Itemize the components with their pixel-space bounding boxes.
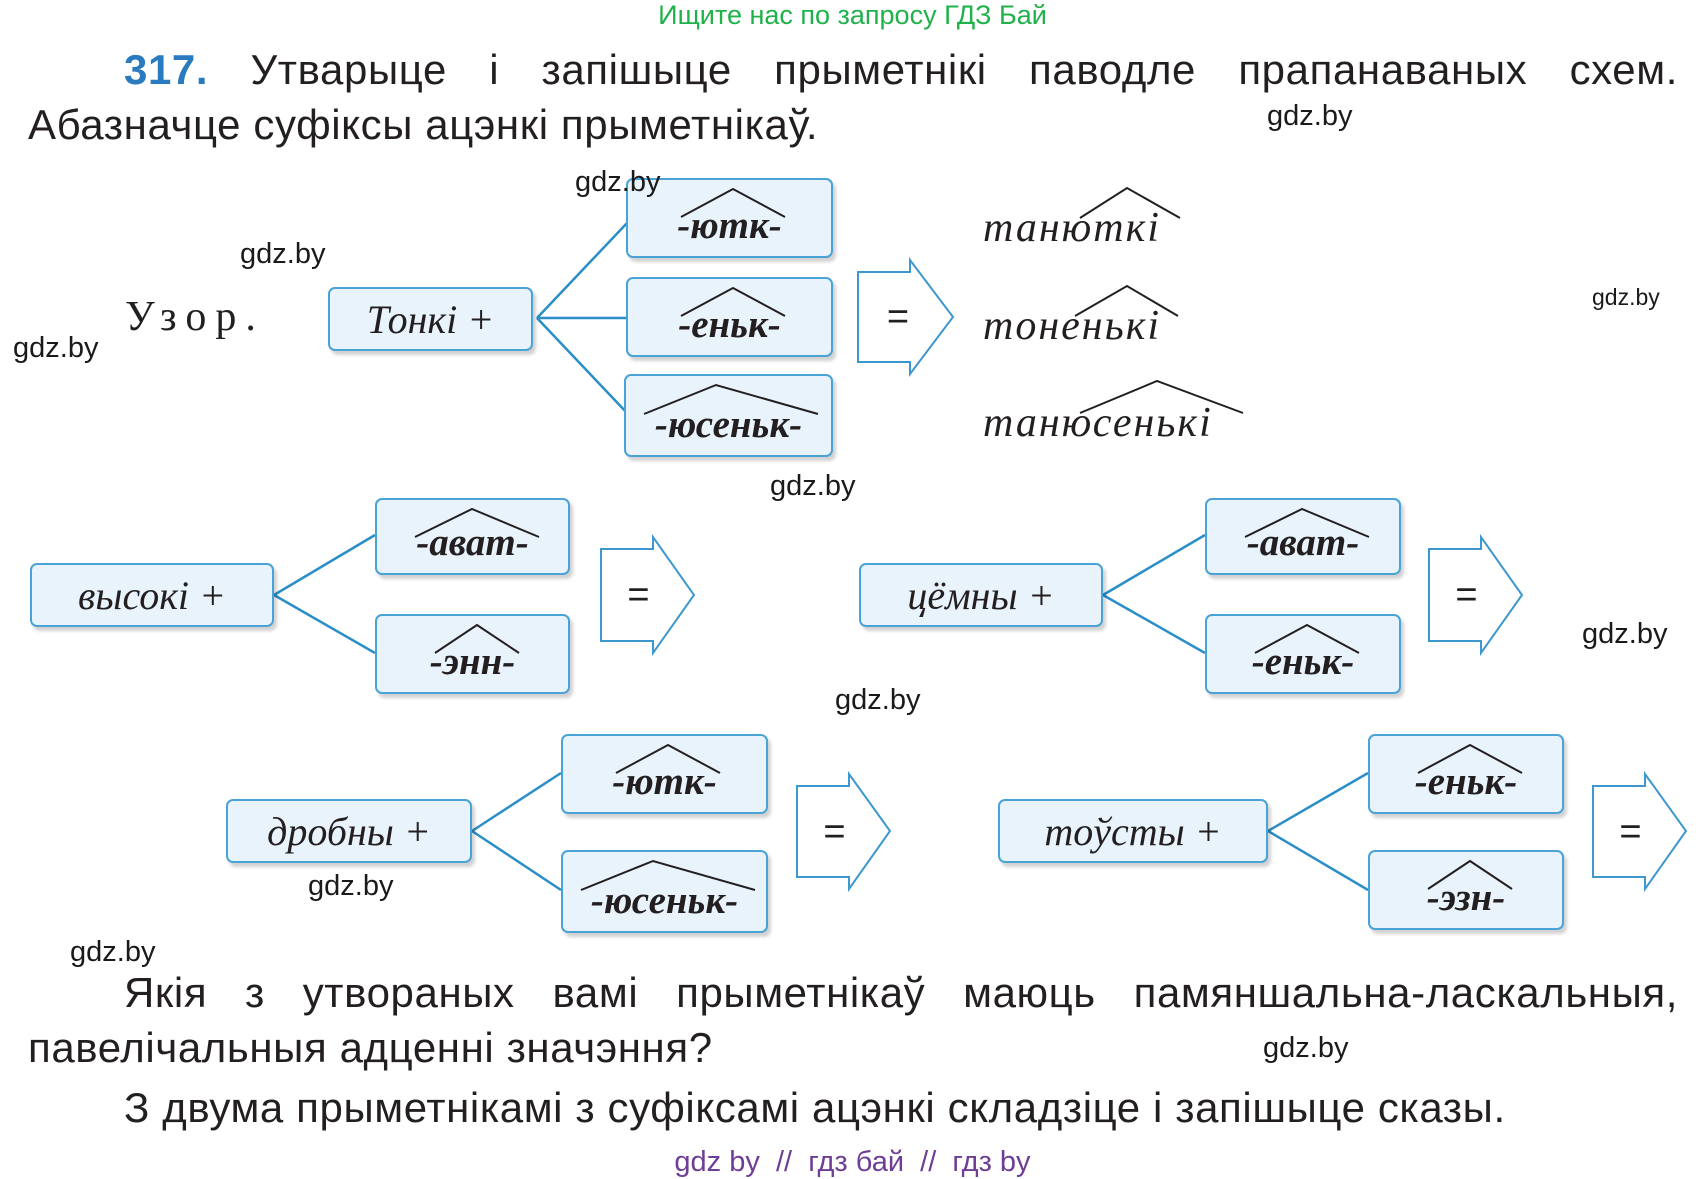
result-word: танюткі [983, 205, 1161, 251]
suffix-arc-icon [1244, 507, 1370, 538]
stem-box: дробны + [226, 799, 472, 863]
suffix-arc-icon [414, 507, 540, 538]
suffix-box: -юсеньк- [624, 374, 833, 457]
watermark: gdz.by [835, 684, 921, 716]
watermark: gdz.by [240, 238, 326, 270]
suffix-text: -еньк- [1414, 760, 1518, 803]
watermark: gdz.by [13, 332, 99, 364]
watermark: gdz.by [1592, 284, 1660, 310]
watermark: gdz.by [1267, 100, 1353, 132]
suffix-arc-icon [680, 187, 786, 218]
equals-sign: = [886, 295, 910, 338]
suffix-box: -юсеньк- [561, 850, 768, 933]
suffix-box: -еньк- [626, 277, 833, 357]
suffix-text: -эзн- [1426, 876, 1506, 919]
search-banner: Ищите нас по запросу ГДЗ Бай [658, 0, 1047, 30]
stem-box: Тонкі + [328, 287, 533, 351]
suffix-arc-icon [680, 286, 786, 317]
watermark: gdz.by [70, 936, 156, 968]
suffix-text: -ютк- [612, 760, 717, 803]
stem-box: цёмны + [859, 563, 1103, 627]
suffix-box: -энн- [375, 614, 570, 694]
equals-sign: = [823, 810, 846, 853]
watermark: gdz.by [1582, 618, 1668, 650]
watermark: gdz.by [770, 470, 856, 502]
suffix-text: -ават- [1246, 521, 1360, 564]
stem-box: тоўсты + [998, 799, 1268, 863]
suffix-arc-icon [434, 623, 520, 654]
suffix-box: -еньк- [1205, 614, 1401, 694]
suffix-arc-icon [580, 859, 756, 891]
suffix-box: -еньк- [1368, 734, 1564, 814]
result-word: тоненькі [983, 303, 1162, 349]
watermark: gdz.by [308, 870, 394, 902]
suffix-text: -ютк- [677, 204, 782, 247]
exercise-number: 317. [124, 46, 209, 93]
suffix-text: -юсеньк- [590, 879, 739, 922]
suffix-arc-icon [615, 743, 721, 774]
suffix-arc-icon [1254, 623, 1360, 654]
exercise-task: 317. Утварыце і запішыце прыметнікі паво… [28, 42, 1678, 152]
suffix-arc-icon [1427, 859, 1513, 890]
equals-sign: = [1455, 573, 1478, 616]
suffix-box: -эзн- [1368, 850, 1564, 930]
suffix-text: -юсеньк- [654, 403, 803, 446]
suffix-box: -ават- [375, 498, 570, 575]
footer-links: gdz by // гдз бай // гдз by [674, 1146, 1031, 1178]
stem-box: высокі + [30, 563, 274, 627]
watermark: gdz.by [575, 166, 661, 198]
question-1: Якія з утвораных вамі прыметнікаў маюць … [28, 969, 1678, 1071]
suffix-arc-icon [643, 383, 819, 415]
result-word: танюсенькі [983, 400, 1213, 446]
suffix-arc-icon [1417, 743, 1523, 774]
watermark: gdz.by [1263, 1032, 1349, 1064]
suffix-text: -еньк- [678, 303, 781, 346]
suffix-text: -еньк- [1251, 640, 1355, 683]
suffix-box: -ават- [1205, 498, 1401, 575]
suffix-box: -ютк- [561, 734, 768, 814]
sample-label: Узор. [125, 294, 265, 340]
question-2: З двума прыметнікамі з суфіксамі ацэнкі … [124, 1084, 1506, 1131]
suffix-box: -ютк- [626, 178, 833, 258]
equals-sign: = [1619, 810, 1642, 853]
equals-sign: = [627, 573, 650, 616]
task-text: Утварыце і запішыце прыметнікі паводле п… [28, 46, 1678, 148]
